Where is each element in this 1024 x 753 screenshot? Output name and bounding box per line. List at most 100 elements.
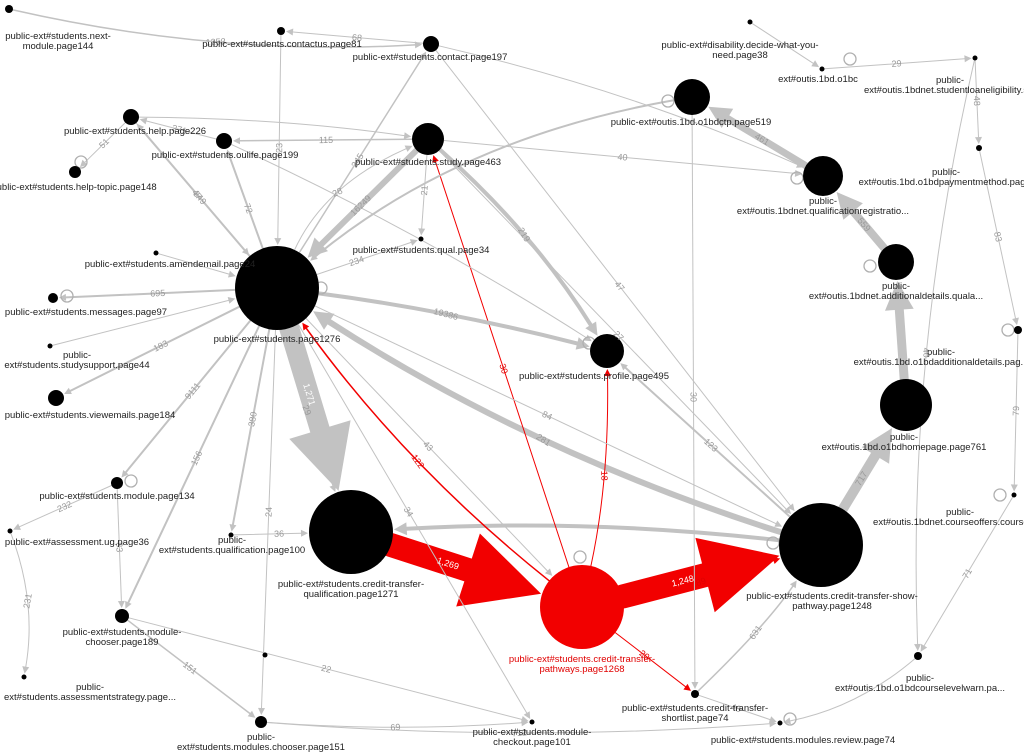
node-modchooser[interactable] [115, 609, 129, 623]
node-add2[interactable] [1014, 326, 1022, 334]
edge-weight-label: 71 [960, 567, 974, 581]
node-label-line: ext#students.studysupport.page44 [4, 360, 149, 371]
node-o1bc[interactable] [819, 66, 825, 72]
node-modschooser[interactable] [255, 716, 267, 728]
node-label-line: pathway.page1248 [792, 601, 872, 612]
edge-arrowhead-hub-to-viewemails [64, 387, 72, 394]
edge-arrowhead-study-to-profile [585, 321, 598, 336]
edge-arrowhead-o1bc-to-loanelig [964, 55, 972, 63]
node-qualreg[interactable] [803, 156, 843, 196]
node-ctq[interactable] [309, 490, 393, 574]
edge-weight-label: 151 [181, 659, 199, 676]
node-module[interactable] [111, 477, 123, 489]
node-payment[interactable] [976, 145, 982, 151]
node-hub[interactable] [235, 246, 319, 330]
node-study[interactable] [412, 123, 444, 155]
edge-weight-label: 19386 [433, 306, 460, 322]
node-viewemails[interactable] [48, 390, 64, 406]
node-ctp[interactable] [540, 565, 624, 649]
node-label-line: public- [218, 535, 246, 546]
edge-weight-label: 46 [730, 702, 743, 715]
edge-study-to-oulife [239, 138, 413, 142]
node-label-amend: public-ext#students.amendemail.page24 [85, 259, 256, 270]
node-label-add2: public-ext#outis.1bd.o1bdadditionaldetai… [854, 347, 1024, 368]
node-label-qual: public-ext#students.qual.page34 [353, 245, 490, 256]
self-loop-review [783, 712, 797, 726]
edge-weight-label: 20 [637, 648, 651, 662]
node-assessstrat[interactable] [21, 674, 27, 680]
edge-weight-label: 183 [152, 338, 170, 354]
node-label-courseoffers: public-ext#outis.1bdnet.courseoffers.cou… [873, 507, 1024, 528]
node-disability[interactable] [747, 19, 753, 25]
node-label-profile: public-ext#students.profile.page495 [519, 371, 669, 382]
node-shortlist[interactable] [691, 690, 699, 698]
edge-ctp-to-ctsp [610, 563, 717, 609]
edge-arrowhead-hub-to-modschooser [258, 707, 265, 715]
node-bdctp[interactable] [674, 79, 710, 115]
self-loop-o1bc [843, 52, 857, 66]
edge-weight-label: 16249 [348, 193, 373, 218]
edge-arrowhead-study-to-qual [418, 228, 426, 236]
edge-weight-label: 27 [612, 329, 626, 343]
node-label-modchooser: public-ext#students.module-chooser.page1… [63, 627, 182, 648]
edge-add2-to-courseoffers [1013, 333, 1019, 485]
node-ctsp[interactable] [779, 503, 863, 587]
edge-study-to-profile [438, 147, 593, 327]
node-review[interactable] [777, 720, 783, 726]
node-contact[interactable] [423, 36, 439, 52]
node-label-line: chooser.page189 [86, 637, 159, 648]
edge-weight-label: 30 [688, 392, 698, 402]
node-loanelig[interactable] [972, 55, 978, 61]
edge-qualreg-to-bdctp [724, 114, 810, 170]
edge-loanelig-to-payment [974, 60, 979, 138]
node-amend[interactable] [153, 250, 159, 256]
edge-arrowhead-home-to-addetails [885, 281, 914, 311]
node-qualification[interactable] [228, 532, 234, 538]
node-contactus[interactable] [277, 27, 285, 35]
node-help[interactable] [123, 109, 139, 125]
edge-labels-layer: 1,2691,2481,2717175594612811223018208916… [21, 32, 1021, 738]
node-messages[interactable] [48, 293, 58, 303]
edge-contact-to-qualreg [438, 45, 798, 166]
edge-arrowhead-help-to-hub [241, 247, 250, 256]
edge-ctp-to-profile [590, 375, 609, 567]
node-home[interactable] [880, 379, 932, 431]
edge-ctsp-to-home [837, 450, 881, 515]
node-label-line: ext#outis.1bd.o1bdcourselevelwarn.pa... [835, 683, 1005, 694]
edge-ctp-to-ctsp [622, 560, 774, 600]
edge-arrowhead-ctp-to-shortlist [683, 683, 691, 691]
node-levelwarn[interactable] [914, 652, 922, 660]
edge-ctsp-to-ctq [404, 523, 782, 543]
node-next[interactable] [5, 5, 13, 13]
edge-weight-label: 712 [512, 727, 528, 738]
edge-help-to-hub [135, 122, 245, 251]
edge-arrowhead-hub-to-study [404, 145, 413, 152]
node-profile[interactable] [590, 334, 624, 368]
node-label-line: public-ext#students.page1276 [214, 334, 341, 345]
node-label-ctsp: public-ext#students.credit-transfer-show… [746, 591, 918, 612]
edge-disability-to-o1bc [751, 22, 814, 64]
edge-arrowhead-modchooser-to-modschooser [247, 710, 256, 718]
node-helptopic[interactable] [69, 166, 81, 178]
node-dot[interactable] [262, 652, 268, 658]
edge-contact-to-contactus [292, 31, 424, 44]
node-label-line: public-ext#students.module.page134 [39, 491, 194, 502]
node-label-messages: public-ext#students.messages.page97 [5, 307, 167, 318]
node-label-line: public-ext#students.study.page463 [355, 157, 501, 168]
edge-help-to-helptopic [84, 122, 126, 163]
node-qual[interactable] [418, 236, 424, 242]
node-studysupport[interactable] [47, 343, 53, 349]
node-courseoffers[interactable] [1011, 492, 1017, 498]
node-ug[interactable] [7, 528, 13, 534]
node-checkout[interactable] [529, 719, 535, 725]
edge-study-to-hub [318, 147, 420, 248]
node-addetails[interactable] [878, 244, 914, 280]
edge-arrowhead-ctsp-to-ctq [393, 522, 408, 536]
edge-arrowhead-disability-to-o1bc [811, 60, 820, 68]
edge-weight-label: 48 [972, 96, 982, 106]
node-oulife[interactable] [216, 133, 232, 149]
node-label-assessstrat: public-ext#students.assessmentstrategy.p… [4, 682, 176, 703]
edge-hub-to-module [124, 319, 252, 474]
edge-module-to-modchooser [116, 488, 122, 602]
edge-arrowhead-study-to-oulife [233, 137, 240, 145]
